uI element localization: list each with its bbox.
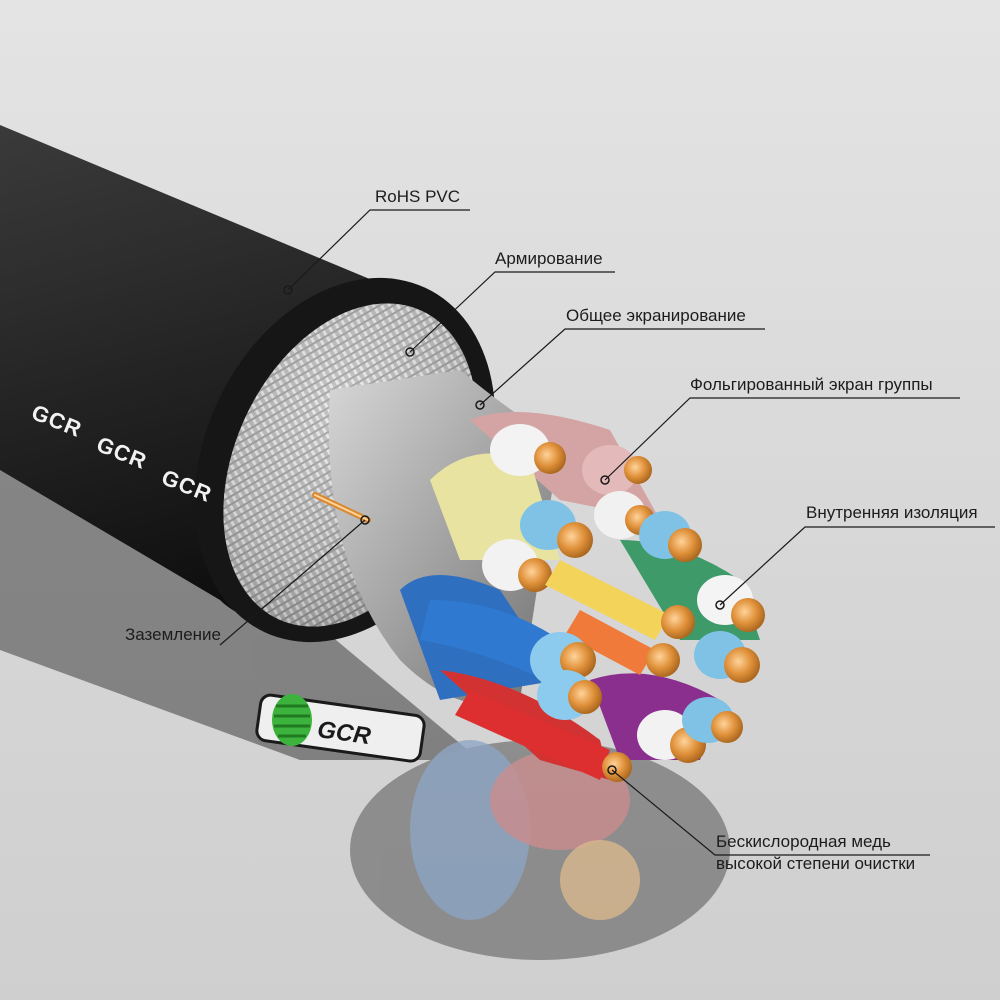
label-armoring: Армирование xyxy=(495,249,603,268)
brand-logo: GCR xyxy=(255,693,426,763)
wire-white-3 xyxy=(482,539,552,592)
label-grounding: Заземление xyxy=(125,625,221,644)
leader-overall-shield xyxy=(479,328,765,406)
wire-white-1 xyxy=(490,424,566,476)
label-overall-shield: Общее экранирование xyxy=(566,306,746,325)
label-copper: Бескислородная медь высокой степени очис… xyxy=(716,831,956,875)
label-copper-line-2: высокой степени очистки xyxy=(716,854,916,873)
wire-light-blue-3 xyxy=(694,631,760,683)
wire-light-blue-1 xyxy=(639,511,702,562)
wire-light-blue-2 xyxy=(520,500,593,558)
leader-dot-armoring xyxy=(405,347,415,357)
label-copper-line-1: Бескислородная медь xyxy=(716,832,891,851)
wire-orange xyxy=(565,610,680,677)
leader-grounding xyxy=(219,519,366,646)
drain-wire xyxy=(312,492,371,523)
wire-light-blue-5 xyxy=(682,697,743,743)
leader-lines xyxy=(219,209,995,856)
label-rohs-pvc: RoHS PVC xyxy=(375,187,461,206)
leader-dot-overall-shield xyxy=(475,400,485,410)
leader-copper xyxy=(611,769,930,856)
wire-white-5 xyxy=(637,710,706,763)
leader-rohs-pvc xyxy=(287,209,470,291)
leader-group-foil xyxy=(604,397,960,481)
conductor-bundle xyxy=(400,412,765,782)
wire-pink xyxy=(582,445,652,495)
leader-dot-group-foil xyxy=(600,475,610,485)
leader-dots xyxy=(283,285,725,775)
wire-yellow xyxy=(545,560,695,640)
label-group-foil: Фольгированный экран группы xyxy=(690,375,933,394)
leader-dot-rohs-pvc xyxy=(283,285,293,295)
pine-cone-icon xyxy=(272,694,312,746)
label-inner-insulation: Внутренняя изоляция xyxy=(806,503,978,522)
wire-red xyxy=(455,690,632,782)
leader-armoring xyxy=(409,271,615,353)
leader-dot-grounding xyxy=(360,515,370,525)
leader-inner-insulation xyxy=(719,526,995,606)
leader-dot-inner-insulation xyxy=(715,600,725,610)
leader-dot-copper xyxy=(607,765,617,775)
wire-light-blue-4 xyxy=(537,670,602,720)
